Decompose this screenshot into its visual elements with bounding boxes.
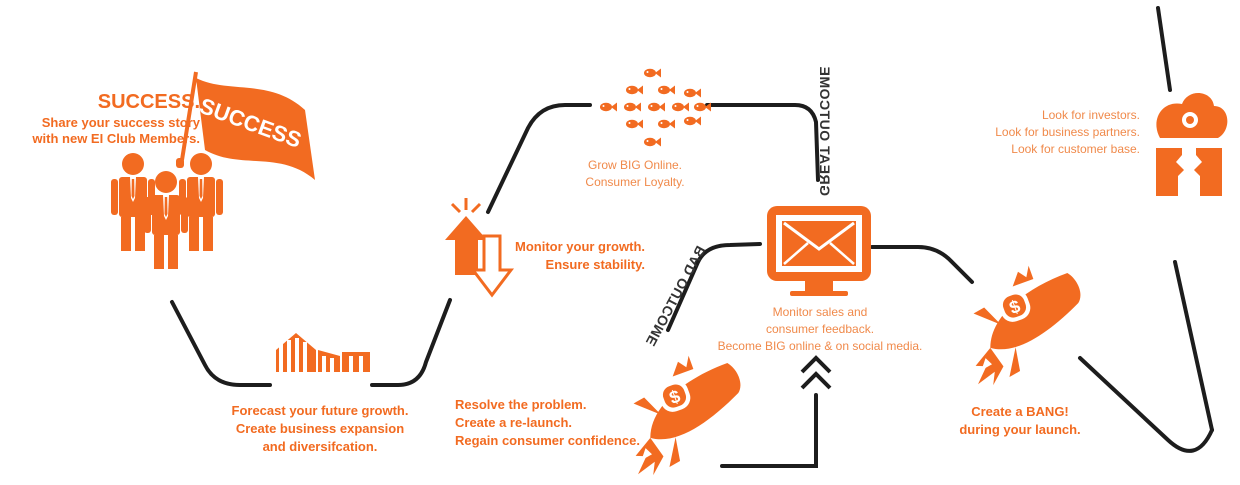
grow-big-block: Grow BIG Online. Consumer Loyalty. xyxy=(565,157,705,191)
grow-big-line-1: Grow BIG Online. xyxy=(587,158,683,172)
connector-success-forecast xyxy=(170,300,272,387)
investors-block: Look for investors. Look for business pa… xyxy=(955,107,1140,157)
resolve-block: Resolve the problem. Create a re-launch.… xyxy=(455,396,655,451)
investors-line-1: Look for investors. xyxy=(1041,108,1140,122)
monitor-sales-block: Monitor sales and consumer feedback. Bec… xyxy=(690,304,950,354)
resolve-line-3: Regain consumer confidence. xyxy=(455,433,640,449)
buildings-icon xyxy=(276,333,370,372)
heads-cloud-gear-icon xyxy=(1156,92,1228,196)
connector-forecast-growth xyxy=(370,298,452,387)
up-down-arrows-icon xyxy=(445,198,515,298)
success-title: SUCCESS. xyxy=(97,91,200,113)
business-team-flag-icon: SUCCESS xyxy=(111,71,315,269)
connector-investors-top xyxy=(1156,6,1172,92)
bang-block: Create a BANG! during your launch. xyxy=(955,403,1085,439)
success-line-2: with new EI Club Members. xyxy=(32,131,200,147)
great-outcome-label: GREAT OUTCOME xyxy=(817,66,833,196)
money-rocket-icon xyxy=(945,252,1101,390)
forecast-line-1: Forecast your future growth. xyxy=(231,403,409,418)
forecast-line-3: and diversifcation. xyxy=(262,439,378,455)
connector-lines xyxy=(170,6,1214,468)
forecast-line-2: Create business expansion xyxy=(235,421,405,437)
bang-line-2: during your launch. xyxy=(959,422,1081,438)
fish-school-arrow-icon xyxy=(600,68,711,147)
monitor-growth-line-2: Ensure stability. xyxy=(545,256,645,272)
monitor-sales-line-2: consumer feedback. xyxy=(765,321,875,336)
monitor-envelope-icon xyxy=(767,206,871,296)
monitor-sales-line-1: Monitor sales and xyxy=(772,305,868,319)
connector-monitor-bang xyxy=(870,245,974,284)
connector-grow-great xyxy=(705,103,820,182)
forecast-block: Forecast your future growth. Create busi… xyxy=(205,402,435,457)
success-block: SUCCESS. Share your success story with n… xyxy=(30,90,200,148)
connector-bang-end xyxy=(1078,356,1214,453)
resolve-line-1: Resolve the problem. xyxy=(455,397,587,412)
monitor-growth-block: Monitor your growth. Ensure stability. xyxy=(505,238,645,273)
bang-line-1: Create a BANG! xyxy=(971,404,1069,419)
success-line-1: Share your success story xyxy=(41,115,200,130)
connector-resolve-monitor xyxy=(720,393,818,468)
connector-bad-monitor xyxy=(666,242,762,332)
monitor-growth-line-1: Monitor your growth. xyxy=(515,239,645,254)
resolve-line-2: Create a re-launch. xyxy=(455,415,573,431)
investors-line-2: Look for business partners. xyxy=(995,124,1140,139)
connector-growth-grow xyxy=(486,103,592,214)
connector-end-investors xyxy=(1173,260,1214,432)
monitor-sales-line-3: Become BIG online & on social media. xyxy=(717,338,923,353)
chevron-up-icon xyxy=(800,355,832,390)
investors-line-3: Look for customer base. xyxy=(1011,141,1140,156)
grow-big-line-2: Consumer Loyalty. xyxy=(585,174,685,189)
